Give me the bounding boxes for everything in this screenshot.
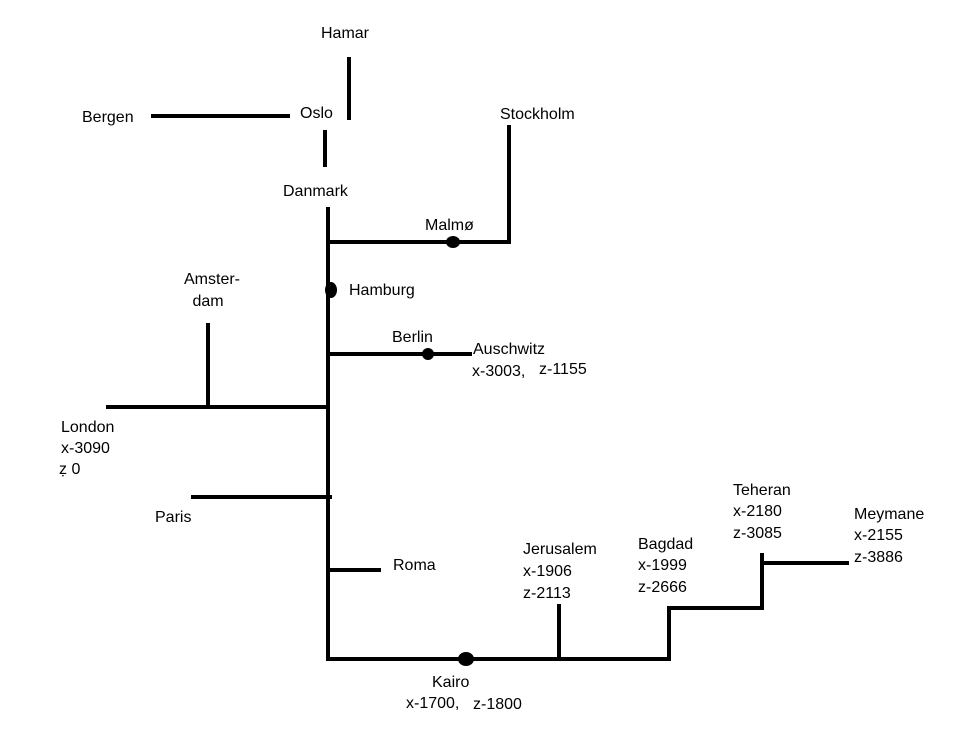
label-kairo-x: x-1700, bbox=[406, 695, 460, 712]
label-teheran-x: x-2180 bbox=[733, 503, 782, 520]
label-jerusalem-z: z-2113 bbox=[523, 585, 571, 602]
label-meymane-z: z-3886 bbox=[854, 549, 903, 566]
label-jerusalem-x: x-1906 bbox=[523, 563, 572, 580]
node-kairo bbox=[458, 652, 474, 666]
label-auschwitz: Auschwitz bbox=[473, 341, 546, 358]
label-teheran-z: z-3085 bbox=[733, 525, 782, 542]
label-paris: Paris bbox=[155, 509, 192, 526]
node-hamburg bbox=[325, 282, 337, 298]
label-london-x: x-3090 bbox=[61, 440, 110, 457]
node-berlin bbox=[422, 348, 434, 360]
label-stockholm: Stockholm bbox=[500, 106, 575, 123]
label-amsterdam-line1: Amster- bbox=[184, 271, 240, 288]
label-jerusalem: Jerusalem bbox=[523, 541, 597, 558]
label-roma: Roma bbox=[393, 557, 436, 574]
label-kairo: Kairo bbox=[432, 674, 470, 691]
label-kairo-z: z-1800 bbox=[473, 696, 522, 713]
label-teheran: Teheran bbox=[733, 482, 791, 499]
label-hamburg: Hamburg bbox=[349, 282, 415, 299]
label-bergen: Bergen bbox=[82, 109, 134, 126]
label-amsterdam-line2: dam bbox=[192, 293, 224, 310]
label-malmo: Malmø bbox=[425, 217, 474, 234]
label-bagdad: Bagdad bbox=[638, 536, 694, 553]
label-bagdad-x: x-1999 bbox=[638, 557, 687, 574]
label-bagdad-z: z-2666 bbox=[638, 579, 687, 596]
label-auschwitz-x: x-3003, bbox=[472, 363, 526, 380]
label-auschwitz-z: z-1155 bbox=[539, 361, 587, 378]
label-london-z: ẓ 0 bbox=[59, 461, 81, 478]
label-berlin: Berlin bbox=[392, 329, 433, 346]
node-malmo bbox=[446, 236, 460, 248]
label-hamar: Hamar bbox=[321, 25, 370, 42]
label-danmark: Danmark bbox=[283, 183, 348, 200]
label-meymane-x: x-2155 bbox=[854, 527, 903, 544]
label-meymane: Meymane bbox=[854, 506, 925, 523]
label-london: London bbox=[61, 419, 115, 436]
label-oslo: Oslo bbox=[300, 105, 333, 122]
